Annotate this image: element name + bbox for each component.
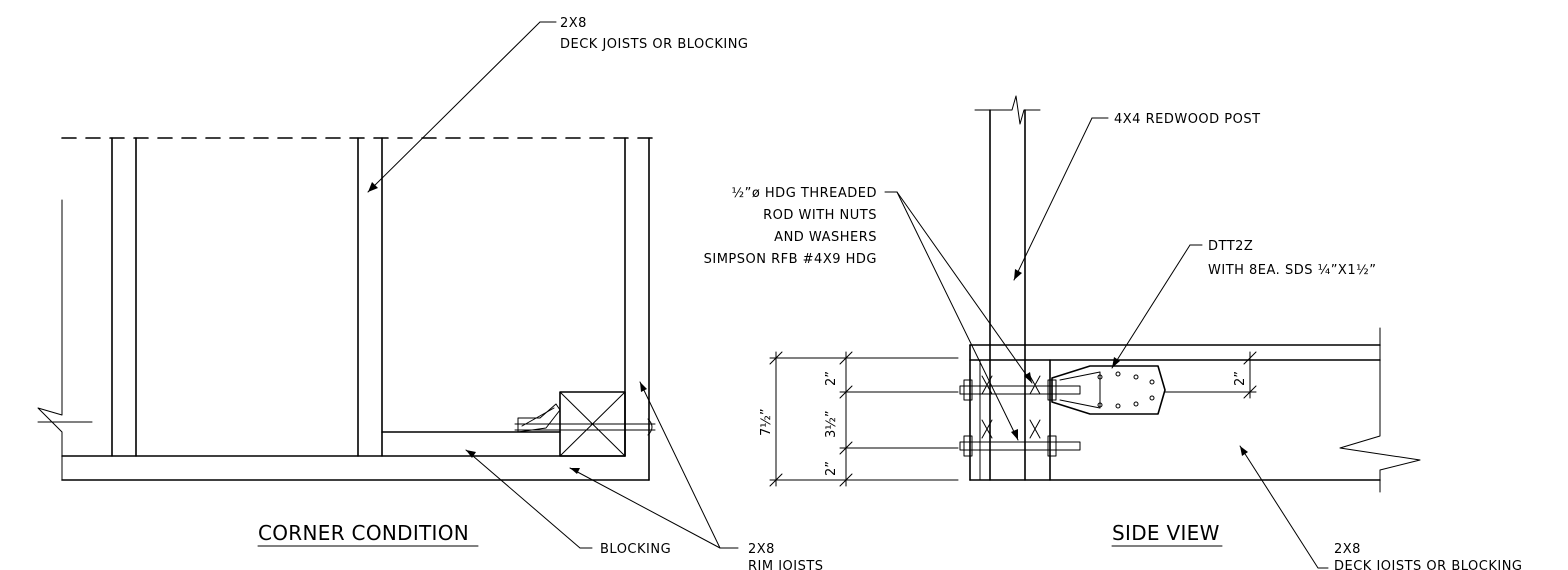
rim-label-1: 2X8 bbox=[748, 542, 775, 557]
dtt-label-1: DTT2Z bbox=[1208, 239, 1253, 254]
rod-label-1: ½”ø HDG THREADED bbox=[731, 186, 877, 201]
nut-upper-left bbox=[963, 379, 973, 401]
side-joist-label-1: 2X8 bbox=[1334, 542, 1361, 557]
dim-bottom: 2” bbox=[824, 461, 839, 476]
rod-arrow-2 bbox=[1011, 429, 1018, 440]
rod-label-4: SIMPSON RFB #4X9 HDG bbox=[704, 252, 877, 267]
side-view: 7½” 2” 3½” 2” 2” 4X4 REDWOOD POST ½”ø HD… bbox=[704, 95, 1523, 570]
right-dimension bbox=[1164, 351, 1257, 399]
dim-right-ticks bbox=[1243, 351, 1257, 399]
rim-label-2: RIM JOISTS bbox=[748, 559, 824, 570]
corner-joist-arrow bbox=[368, 182, 378, 192]
nut-lower-right bbox=[1047, 435, 1057, 457]
rod-leader-1 bbox=[896, 191, 1033, 384]
threaded-rod-lower bbox=[959, 441, 1081, 451]
corner-bracket-line bbox=[521, 407, 555, 427]
rim-x-marks bbox=[981, 375, 1041, 439]
screw-hole bbox=[1133, 401, 1139, 407]
side-title: SIDE VIEW bbox=[1112, 521, 1220, 545]
corner-joist-leader bbox=[367, 21, 541, 193]
blocking-arrow bbox=[466, 450, 476, 458]
screw-hole bbox=[1149, 395, 1155, 401]
dtt2z-bracket bbox=[1051, 365, 1166, 415]
corner-left-break-line bbox=[37, 199, 63, 481]
side-joist-arrow bbox=[1240, 446, 1248, 456]
post-break-line bbox=[974, 95, 1041, 125]
screw-hole bbox=[1115, 371, 1121, 377]
blocking-leader bbox=[465, 449, 593, 549]
side-joist-label-2: DECK JOISTS OR BLOCKING bbox=[1334, 559, 1523, 570]
corner-joist-label-2: DECK JOISTS OR BLOCKING bbox=[560, 37, 749, 52]
post-leader bbox=[1013, 117, 1093, 281]
screw-hole bbox=[1097, 402, 1103, 408]
dtt2z-screw-holes bbox=[1097, 371, 1155, 409]
rod-leader-2 bbox=[896, 191, 1019, 441]
dim-middle: 3½” bbox=[824, 410, 839, 438]
dim-overall: 7½” bbox=[759, 408, 774, 436]
side-joist-leader bbox=[1239, 445, 1329, 569]
dtt-arrow bbox=[1112, 357, 1120, 368]
rod-label-2: ROD WITH NUTS bbox=[763, 208, 877, 223]
rod-label-3: AND WASHERS bbox=[774, 230, 877, 245]
rim-leader-2 bbox=[639, 381, 721, 549]
left-dimensions bbox=[769, 351, 959, 487]
threaded-rod-upper bbox=[959, 385, 1081, 395]
rim-arrow-1 bbox=[570, 468, 580, 474]
side-right-break-line bbox=[1339, 327, 1421, 493]
post-label: 4X4 REDWOOD POST bbox=[1114, 112, 1261, 127]
corner-title: CORNER CONDITION bbox=[258, 521, 469, 545]
corner-bracket bbox=[517, 403, 561, 433]
corner-rod-end bbox=[647, 418, 653, 436]
screw-hole bbox=[1133, 374, 1139, 380]
rim-x-right bbox=[1029, 375, 1041, 439]
rim-x-left bbox=[981, 375, 993, 439]
dtt2z-inner bbox=[1059, 371, 1101, 409]
screw-hole bbox=[1149, 379, 1155, 385]
dim-top: 2” bbox=[824, 371, 839, 386]
dim-right: 2” bbox=[1233, 371, 1248, 386]
corner-joist-label-1: 2X8 bbox=[560, 16, 587, 31]
post-arrow bbox=[1014, 269, 1022, 280]
blocking-label: BLOCKING bbox=[600, 542, 671, 557]
dim-ticks bbox=[769, 351, 853, 487]
screw-hole bbox=[1115, 403, 1121, 409]
dtt-leader bbox=[1111, 244, 1191, 369]
rim-arrow-2 bbox=[640, 382, 647, 392]
rod-arrow-1 bbox=[1024, 372, 1032, 383]
corner-condition-view: 2X8 DECK JOISTS OR BLOCKING CORNER CONDI… bbox=[37, 16, 824, 570]
nut-lower-left bbox=[963, 435, 973, 457]
dtt-label-2: WITH 8EA. SDS ¼”X1½” bbox=[1208, 263, 1376, 278]
screw-hole bbox=[1097, 374, 1103, 380]
